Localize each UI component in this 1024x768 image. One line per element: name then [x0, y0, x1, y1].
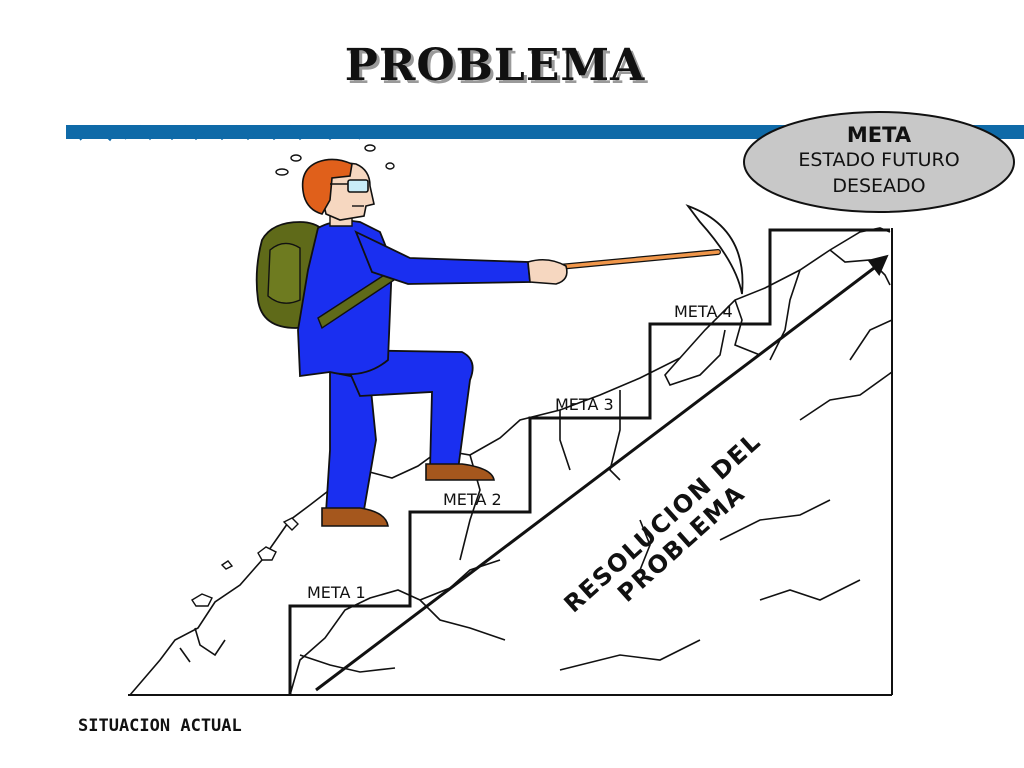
staircase	[288, 228, 890, 695]
goal-line-1: ESTADO FUTURO	[798, 149, 960, 171]
climber-figure	[255, 144, 744, 527]
step-label-2: META 2	[443, 490, 502, 509]
hair	[301, 158, 353, 215]
goal-heading: META	[846, 123, 912, 147]
front-leg	[338, 349, 474, 471]
front-shoe	[425, 463, 495, 481]
hand	[527, 258, 568, 285]
pickaxe-head	[685, 204, 744, 295]
goal-box: META ESTADO FUTURO DESEADO	[744, 112, 1014, 212]
back-shoe	[321, 507, 389, 527]
goal-line-2: DESEADO	[832, 175, 926, 197]
step-label-3: META 3	[555, 395, 614, 414]
page-title: PROBLEMA	[344, 40, 646, 91]
current-state-label: SITUACION ACTUAL	[78, 716, 242, 736]
sweat-drops-icon	[275, 144, 395, 176]
rocks	[191, 517, 299, 607]
step-label-4: META 4	[674, 302, 733, 321]
frame	[128, 228, 893, 696]
goal-ellipse	[743, 111, 1015, 213]
step-label-1: META 1	[307, 583, 366, 602]
glasses-icon	[330, 179, 369, 193]
resolution-arrow	[315, 254, 889, 692]
banner-scribbles	[79, 124, 361, 142]
mountain-outline	[129, 227, 893, 696]
